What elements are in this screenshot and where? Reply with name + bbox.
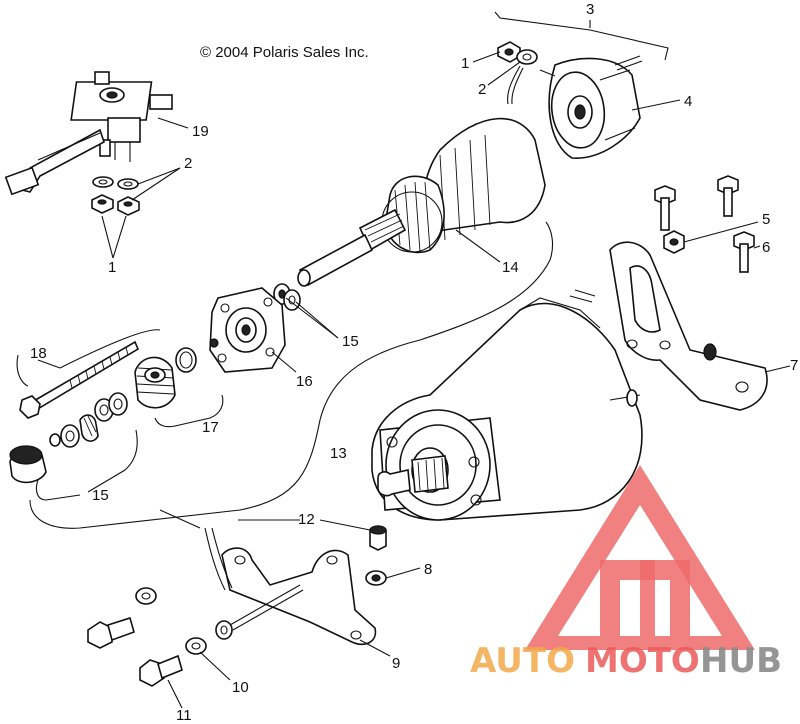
callout-numbers: 1 2 3 4 19 2 1 5 6 14 15 18 16 7 17 13 1… — [30, 1, 798, 724]
callout-15-low: 15 — [92, 487, 109, 504]
callout-11: 11 — [176, 707, 192, 724]
drive-end-plate — [209, 287, 286, 373]
callout-19: 19 — [192, 123, 209, 140]
callout-10: 10 — [232, 679, 249, 696]
mounting-bracket — [609, 241, 768, 411]
lower-bolts-washers — [87, 525, 387, 687]
watermark-hub: HUB — [700, 641, 782, 681]
drive-pinion-gear — [134, 356, 176, 409]
callout-2-left: 2 — [184, 155, 192, 172]
armature-part — [297, 117, 546, 287]
leader-lines — [37, 20, 791, 709]
solenoid-switch-part — [4, 71, 173, 196]
end-cap-assembly — [497, 41, 643, 159]
callout-13: 13 — [330, 445, 347, 462]
callout-17: 17 — [202, 419, 219, 436]
callout-16: 16 — [296, 373, 313, 390]
solenoid-washers-nuts — [91, 176, 140, 216]
watermark-moto: MOTO — [585, 641, 700, 681]
callout-2-top: 2 — [478, 81, 486, 98]
bracket-bolts-nut — [654, 175, 755, 273]
callout-8: 8 — [424, 561, 432, 578]
callout-6: 6 — [762, 239, 770, 256]
watermark-auto: AUTO — [470, 641, 575, 681]
watermark-brand-text: AUTO MOTO HUB — [470, 641, 782, 681]
callout-5: 5 — [762, 211, 770, 228]
group-brackets — [16, 11, 669, 529]
callout-9: 9 — [392, 655, 400, 672]
through-bolt — [19, 340, 140, 419]
callout-18: 18 — [30, 345, 47, 362]
callout-3: 3 — [586, 1, 594, 18]
watermark-logo — [525, 465, 755, 650]
bushing-washers-mid — [273, 283, 301, 311]
lower-bracket — [204, 527, 377, 646]
callout-1-top: 1 — [461, 55, 469, 72]
retaining-rings — [175, 338, 219, 373]
callout-7: 7 — [790, 357, 798, 374]
callout-4: 4 — [684, 93, 692, 110]
callout-14: 14 — [502, 259, 519, 276]
starter-motor-assembly — [371, 289, 643, 521]
callout-15-mid: 15 — [342, 333, 359, 350]
clutch-spring-washers — [9, 392, 128, 484]
copyright-text: © 2004 Polaris Sales Inc. — [200, 44, 369, 61]
callout-1-left: 1 — [108, 259, 116, 276]
callout-12: 12 — [298, 511, 315, 528]
